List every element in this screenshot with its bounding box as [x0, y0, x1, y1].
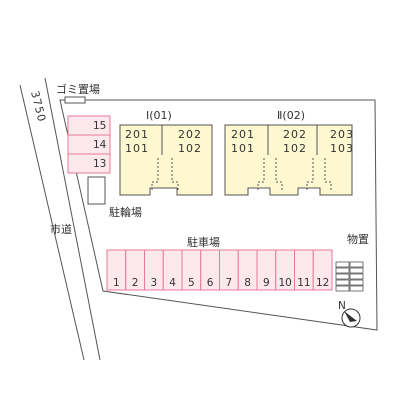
building-2-stair-2	[306, 158, 332, 192]
compass-north-label: N	[338, 300, 346, 312]
side-parking: 15 14 13	[67, 115, 111, 174]
storage-unit	[349, 279, 364, 286]
side-parking-number: 15	[93, 120, 106, 132]
parking-space	[312, 249, 333, 291]
bicycle-label: 駐輪場	[109, 205, 142, 219]
side-parking-number: 14	[93, 139, 107, 151]
storage-units	[335, 261, 364, 292]
parking-label: 駐車場	[187, 235, 220, 249]
parking-space-number: 4	[169, 277, 176, 289]
building-1-unit-1-lower: 101	[125, 142, 149, 155]
storage-unit	[335, 279, 350, 286]
building-1: Ⅰ(01) 201 101 202 102	[119, 109, 213, 196]
parking-space-number: 8	[244, 277, 251, 289]
parking-space-number: 1	[113, 277, 120, 289]
road-edge-left	[19, 84, 85, 361]
parking-space-number: 7	[226, 277, 233, 289]
building-1-outline	[119, 124, 213, 196]
building-2-unit-1-upper: 201	[231, 128, 255, 141]
parking-space-number: 2	[132, 277, 139, 289]
storage-unit	[349, 261, 364, 268]
storage-label: 物置	[347, 232, 369, 246]
storage-area: 物置	[335, 232, 369, 292]
city-road-label: 市道	[50, 222, 72, 236]
compass-needle-icon	[344, 311, 357, 322]
side-parking-space	[67, 153, 111, 174]
building-2-unit-3-lower: 103	[330, 142, 354, 155]
storage-unit	[349, 267, 364, 274]
building-1-unit-1-upper: 201	[125, 128, 149, 141]
garbage-bin	[64, 96, 86, 104]
building-1-title: Ⅰ(01)	[146, 109, 172, 122]
building-2-unit-3-upper: 203	[330, 128, 354, 141]
parking-space-number: 10	[278, 277, 291, 289]
parking-space-number: 9	[263, 277, 270, 289]
road-route-number: 3750	[28, 90, 48, 124]
building-2-unit-1-lower: 101	[231, 142, 255, 155]
parking-space-number: 3	[151, 277, 158, 289]
garbage-label: ゴミ置場	[56, 82, 100, 96]
storage-unit	[335, 273, 350, 280]
storage-unit	[335, 261, 350, 268]
bicycle-parking: 駐輪場	[87, 176, 142, 219]
storage-unit	[349, 273, 364, 280]
parking-space-number: 11	[297, 277, 310, 289]
building-2-stair-1	[257, 158, 283, 192]
storage-unit	[335, 285, 350, 292]
side-parking-number: 13	[93, 158, 106, 170]
building-2: Ⅱ(02) 201 101 202 102 203 103	[224, 109, 354, 196]
parking-space-number: 12	[316, 277, 329, 289]
site-boundary	[59, 99, 378, 331]
garbage-area: ゴミ置場	[56, 82, 100, 104]
storage-unit	[349, 285, 364, 292]
storage-unit	[335, 267, 350, 274]
building-2-unit-2-upper: 202	[283, 128, 307, 141]
parking-space-number: 6	[207, 277, 214, 289]
building-2-outline	[224, 124, 353, 196]
north-arrow: N	[338, 300, 361, 328]
building-1-stair	[151, 158, 179, 192]
building-2-title: Ⅱ(02)	[277, 109, 305, 122]
building-2-unit-2-lower: 102	[283, 142, 307, 155]
building-1-unit-2-upper: 202	[178, 128, 202, 141]
bicycle-shed	[87, 176, 106, 205]
parking-space-number: 5	[188, 277, 195, 289]
road-edge-right	[44, 77, 101, 361]
building-1-unit-2-lower: 102	[178, 142, 202, 155]
